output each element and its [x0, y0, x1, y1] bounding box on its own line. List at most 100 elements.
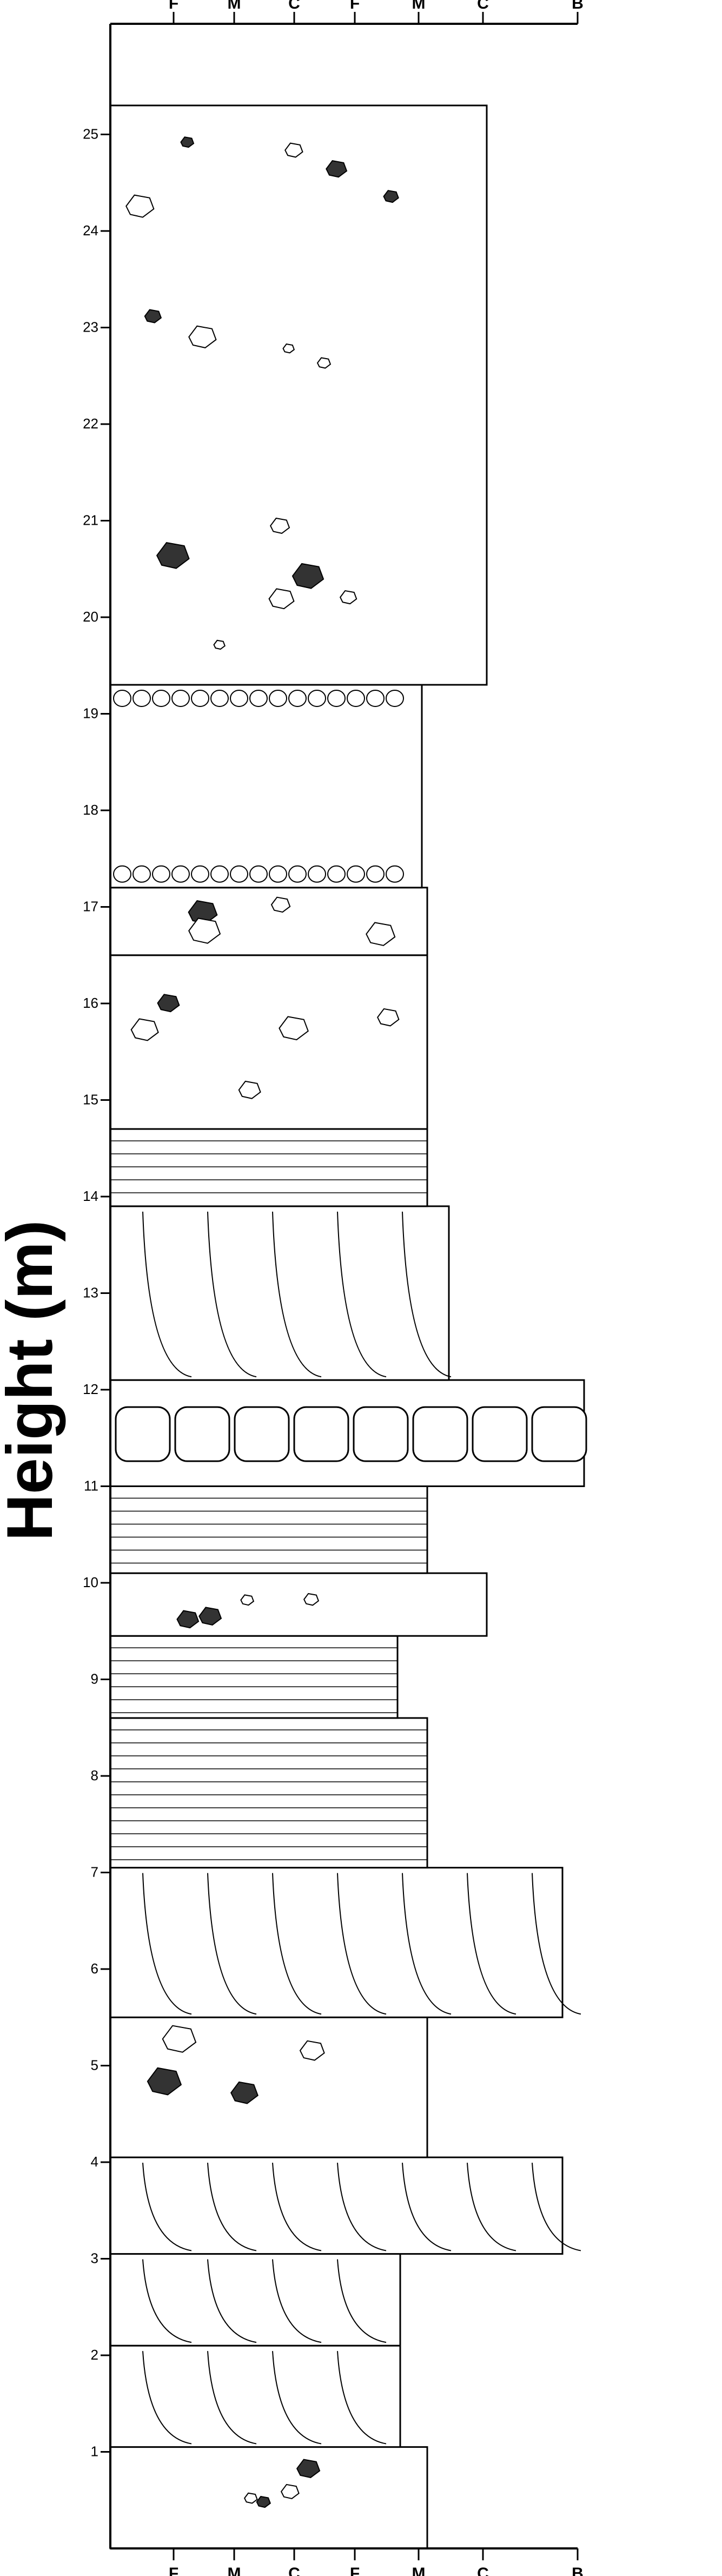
boulder [531, 1406, 587, 1462]
pebble [386, 689, 404, 707]
pebble [347, 865, 365, 883]
boulder [115, 1406, 171, 1462]
y-tick-label-25: 25 [83, 126, 98, 142]
bed-1 [109, 2344, 401, 2448]
foreset-line [272, 1873, 322, 2015]
pebble [308, 689, 326, 707]
dark-clast [256, 2495, 271, 2508]
y-tick-label-20: 20 [83, 609, 98, 625]
foreset-line [402, 2163, 452, 2251]
foreset-line [142, 2351, 192, 2445]
clast [268, 588, 295, 610]
y-tick-label-2: 2 [91, 2347, 98, 2363]
foreset-line [337, 2259, 387, 2343]
dark-clast [144, 309, 162, 323]
y-tick-label-13: 13 [83, 1285, 98, 1301]
foreset-line [402, 1211, 452, 1378]
foreset-line [272, 2163, 322, 2251]
top-grain-label-m-4: M [412, 0, 426, 12]
clast [339, 590, 357, 605]
y-tick-label-7: 7 [91, 1864, 98, 1880]
foreset-line [207, 2163, 257, 2251]
y-tick-label-19: 19 [83, 705, 98, 722]
y-tick-label-10: 10 [83, 1574, 98, 1590]
y-tick-label-6: 6 [91, 1960, 98, 1977]
pebble [288, 689, 307, 707]
foreset-line [142, 1873, 192, 2015]
dark-clast [292, 563, 324, 589]
pebble [386, 865, 404, 883]
clast [366, 922, 396, 946]
bottom-grain-label-m-1: M [228, 2565, 241, 2576]
bottom-grain-label-f-0: F [169, 2565, 178, 2576]
boulder [412, 1406, 468, 1462]
pebble [133, 865, 151, 883]
dark-clast [157, 994, 180, 1013]
foreset-line [207, 2259, 257, 2343]
clast [240, 1594, 255, 1606]
y-tick-label-21: 21 [83, 512, 98, 529]
foreset-line [337, 2351, 387, 2445]
boulder [234, 1406, 290, 1462]
bottom-grain-label-m-4: M [412, 2565, 426, 2576]
pebble [366, 865, 385, 883]
foreset-line [337, 1873, 387, 2015]
bed-5 [109, 1867, 564, 2018]
y-tick-label-3: 3 [91, 2250, 98, 2267]
y-tick-label-22: 22 [83, 415, 98, 432]
foreset-line [272, 2259, 322, 2343]
clast [188, 917, 221, 944]
foreset-line [402, 1873, 452, 2015]
clast [125, 194, 155, 218]
pebble [366, 689, 385, 707]
top-grain-label-c-2: C [288, 0, 300, 12]
boulder [293, 1406, 349, 1462]
bed-15 [109, 684, 423, 889]
bottom-grain-label-f-3: F [350, 2565, 360, 2576]
y-axis: 1234567891011121314151617181920212223242… [83, 24, 111, 2548]
y-tick-label-5: 5 [91, 2057, 98, 2073]
y-axis-label: Height (m) [0, 1220, 66, 1541]
foreset-line [272, 1211, 322, 1378]
pebble [152, 865, 170, 883]
y-tick-label-14: 14 [83, 1188, 98, 1204]
foreset-line [207, 1211, 257, 1378]
foreset-line [272, 2351, 322, 2445]
foreset-line [142, 2259, 192, 2343]
bed-13 [109, 954, 428, 1130]
bottom-grain-label-b-6: B [572, 2565, 584, 2576]
y-tick-label-12: 12 [83, 1381, 98, 1397]
pebble [210, 689, 229, 707]
clast [282, 343, 295, 354]
clast [162, 2025, 197, 2053]
pebble [191, 865, 209, 883]
dark-clast [188, 900, 218, 924]
foreset-line [532, 1873, 581, 2015]
bed-fill [110, 136, 587, 2508]
clast [376, 1008, 400, 1027]
pebble [191, 689, 209, 707]
y-tick-label-16: 16 [83, 995, 98, 1011]
y-tick-label-24: 24 [83, 222, 98, 239]
bed-6 [109, 1717, 428, 1869]
clast [269, 517, 290, 534]
pebble [347, 689, 365, 707]
clast [303, 1593, 320, 1606]
dark-clast [156, 542, 190, 569]
bed-3 [109, 2156, 564, 2255]
pebble [230, 689, 248, 707]
dark-clast [326, 160, 348, 178]
clast [279, 1016, 309, 1041]
dark-clast [147, 2067, 182, 2096]
top-grain-label-b-6: B [572, 0, 584, 12]
pebble [152, 689, 170, 707]
dark-clast [230, 2081, 259, 2104]
clast [188, 325, 217, 348]
pebble [327, 689, 346, 707]
y-tick-label-17: 17 [83, 899, 98, 915]
boulder [353, 1406, 409, 1462]
foreset-line [467, 2163, 516, 2251]
bed-8 [109, 1572, 488, 1637]
